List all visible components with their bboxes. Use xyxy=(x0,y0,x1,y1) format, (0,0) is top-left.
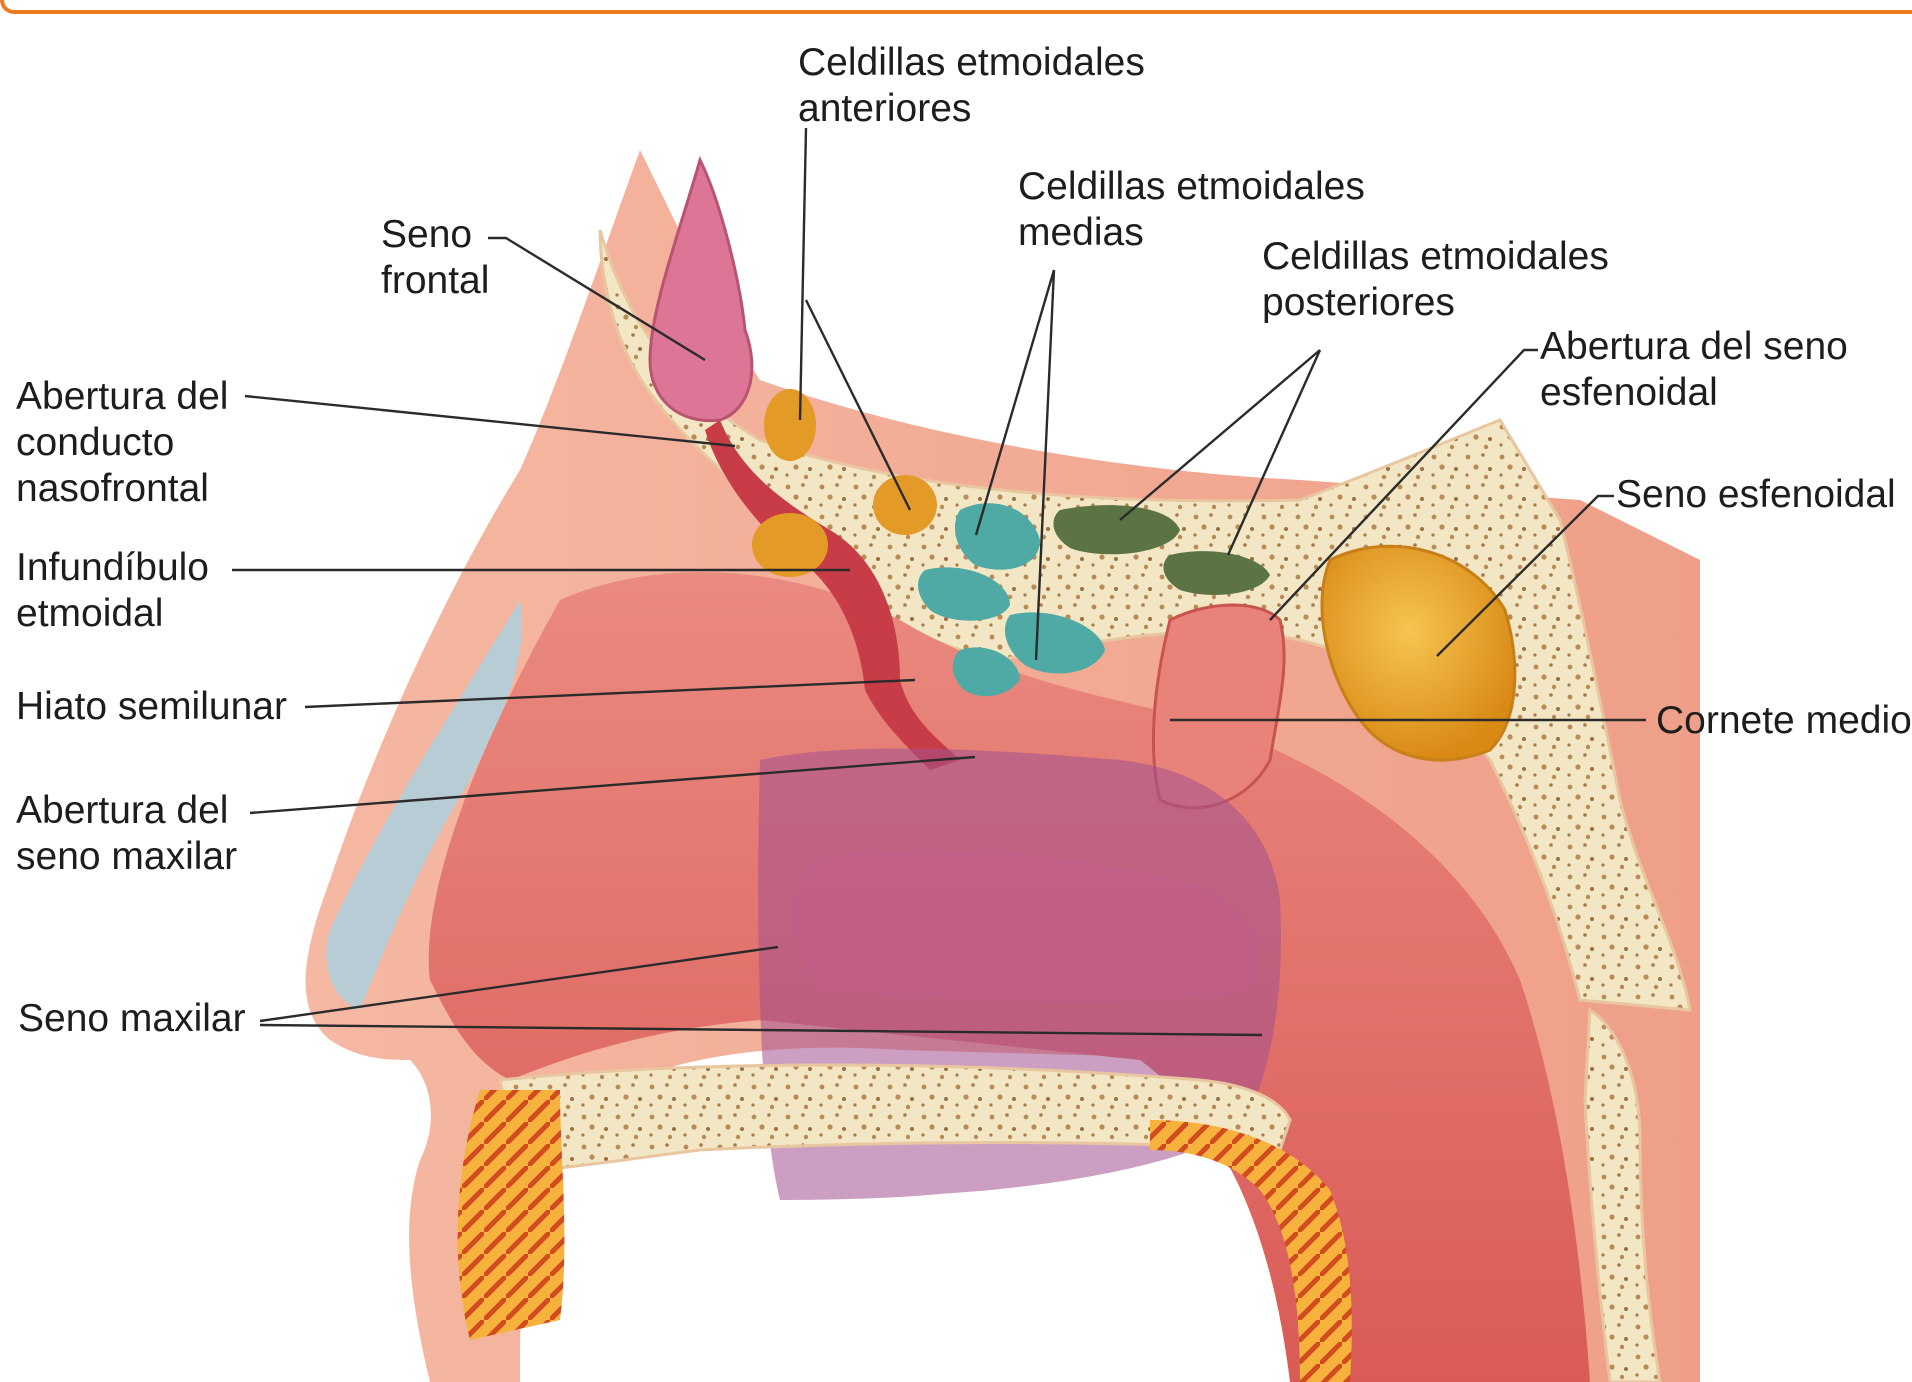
frontal-sinus xyxy=(650,160,752,421)
label-seno-frontal: Seno frontal xyxy=(381,212,489,304)
anterior-ethmoid-cell-1 xyxy=(764,389,816,461)
label-abertura-conducto-nasofrontal: Abertura del conducto nasofrontal xyxy=(16,374,228,512)
alveolar-teeth xyxy=(458,1090,565,1340)
label-abertura-seno-esfenoidal: Abertura del seno esfenoidal xyxy=(1540,324,1848,416)
label-hiato-semilunar: Hiato semilunar xyxy=(16,684,287,730)
label-seno-maxilar: Seno maxilar xyxy=(18,996,246,1042)
anterior-ethmoid-cell-3 xyxy=(752,513,828,577)
label-celdillas-anteriores: Celdillas etmoidales anteriores xyxy=(798,40,1145,132)
label-seno-esfenoidal: Seno esfenoidal xyxy=(1616,472,1896,518)
anterior-ethmoid-cell-2 xyxy=(873,475,937,535)
label-cornete-medio: Cornete medio xyxy=(1656,698,1912,744)
label-celdillas-posteriores: Celdillas etmoidales posteriores xyxy=(1262,234,1609,326)
label-infundibulo-etmoidal: Infundíbulo etmoidal xyxy=(16,545,209,637)
label-abertura-seno-maxilar: Abertura del seno maxilar xyxy=(16,788,237,880)
oral-cavity xyxy=(560,1190,1280,1382)
leader-anteriores-1 xyxy=(800,128,806,420)
